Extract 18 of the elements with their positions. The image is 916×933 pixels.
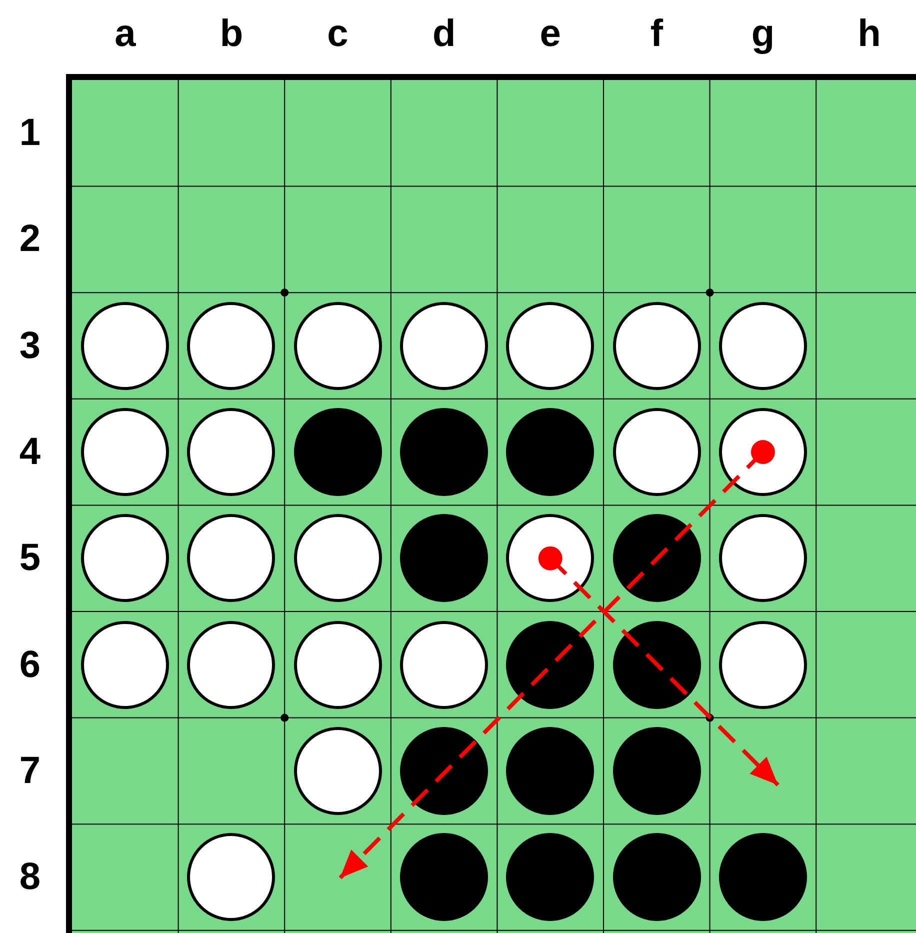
column-label: c xyxy=(326,14,350,54)
column-label: f xyxy=(649,14,664,54)
row-label: 7 xyxy=(18,750,42,791)
row-label: 5 xyxy=(18,538,42,578)
dashed-arrow xyxy=(338,440,775,880)
row-label: 2 xyxy=(18,219,42,260)
row-label: 8 xyxy=(18,857,42,898)
row-label: 6 xyxy=(18,644,42,685)
row-label: 1 xyxy=(18,113,42,154)
row-label: 3 xyxy=(18,326,42,366)
column-label: b xyxy=(218,14,244,54)
column-label: h xyxy=(856,14,882,54)
column-label: a xyxy=(114,14,137,54)
row-label: 4 xyxy=(18,432,42,472)
column-label: d xyxy=(431,14,457,54)
dashed-arrow xyxy=(538,546,780,786)
column-label: e xyxy=(538,14,562,54)
column-label: g xyxy=(750,14,776,54)
